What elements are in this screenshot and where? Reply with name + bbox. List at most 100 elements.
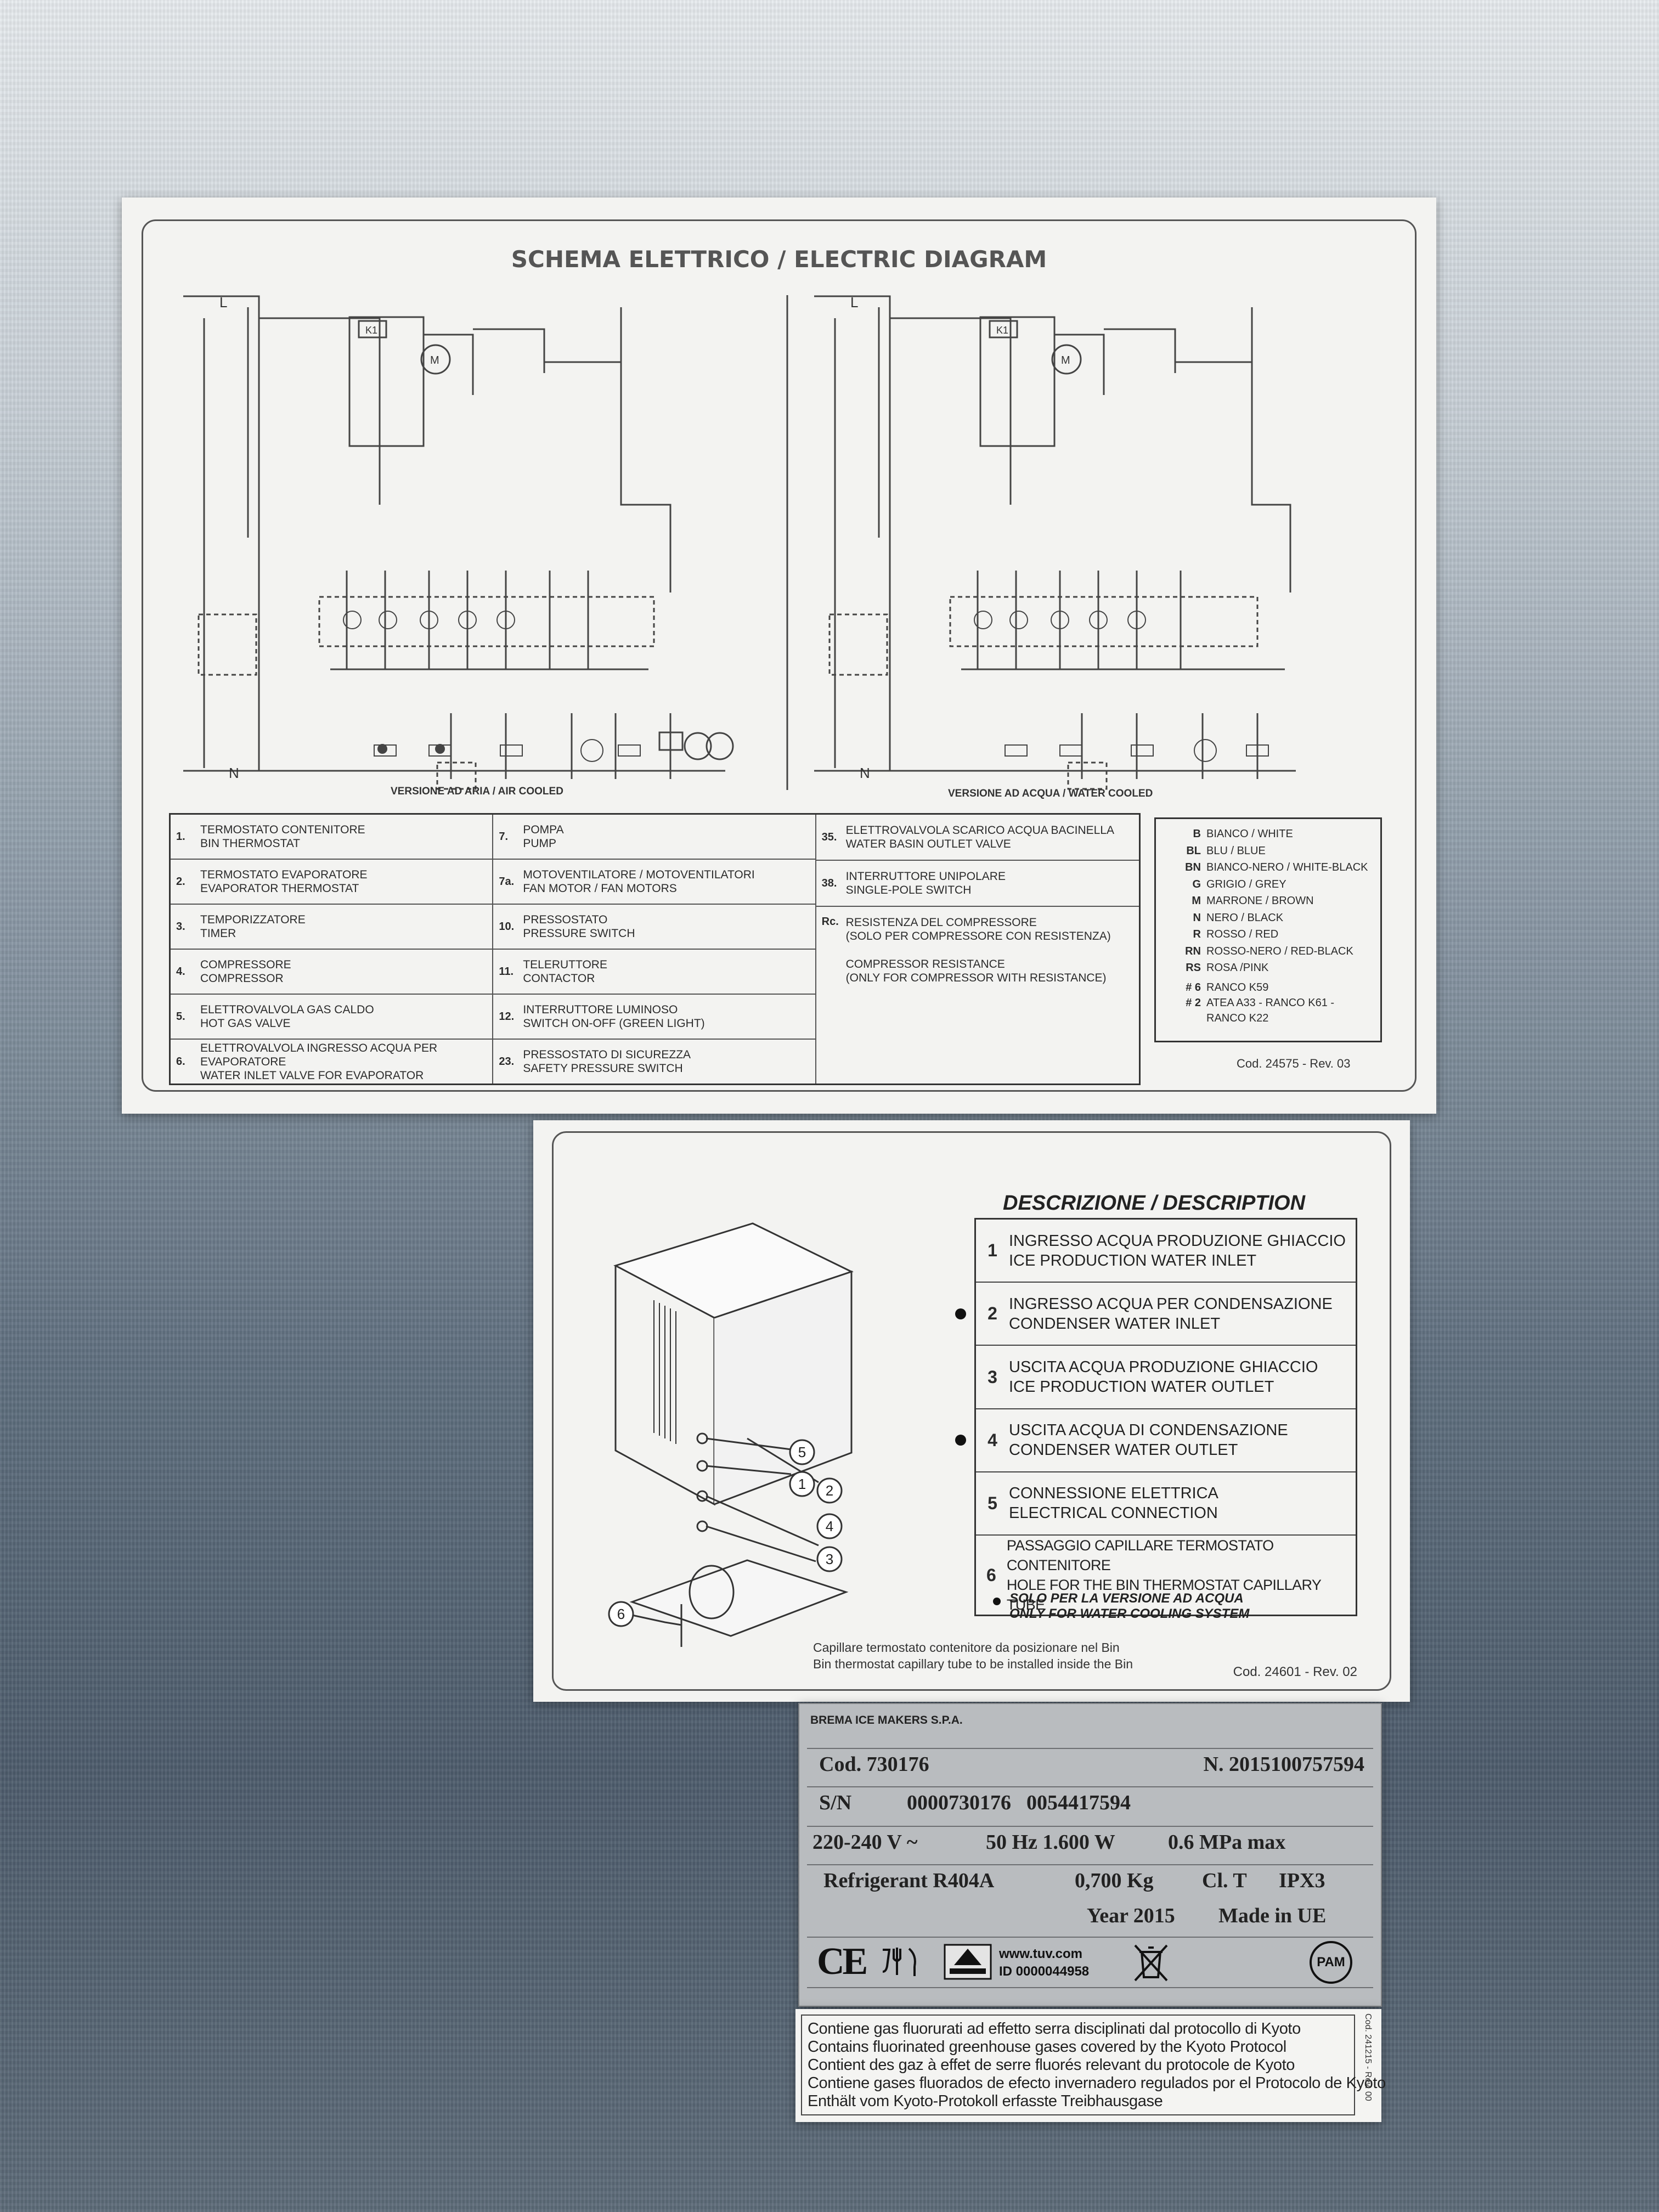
ce-mark-icon: CE [817, 1940, 868, 1983]
legend-it: TERMOSTATO CONTENITORE [200, 823, 365, 836]
legend-en: WATER BASIN OUTLET VALVE [845, 838, 1011, 850]
serial-1: 0000730176 [907, 1791, 1011, 1814]
svg-text:M: M [1061, 354, 1070, 366]
voltage: 220-240 V ~ [812, 1831, 918, 1854]
legend-it: PRESSOSTATO DI SICUREZZA [523, 1048, 691, 1061]
color-name: MARRONE / BROWN [1206, 895, 1314, 907]
row-it: CONNESSIONE ELETTRICA [1009, 1485, 1218, 1503]
legend-it: PRESSOSTATO [523, 913, 608, 926]
legend-num: 11. [499, 965, 514, 978]
legend-it: INTERRUTTORE UNIPOLARE [845, 870, 1006, 883]
color-abbr: N [1193, 911, 1201, 924]
plate-row-refrigerant: Refrigerant R404A 0,700 Kg Cl. T IPX3 [807, 1864, 1373, 1894]
climate-class: Cl. T [1202, 1869, 1247, 1892]
description-title: DESCRIZIONE / DESCRIPTION [1003, 1192, 1306, 1215]
caption-water-cooled: VERSIONE AD ACQUA / WATER COOLED [948, 788, 1153, 799]
legend-it: TERMOSTATO EVAPORATORE [200, 868, 368, 881]
plate-row-year: Year 2015 Made in UE [807, 1900, 1373, 1929]
legend-num: 10. [499, 920, 515, 933]
wiring-schematic: L N K1 L N K1 M M [183, 294, 1296, 790]
legend-en: PUMP [523, 837, 557, 850]
row-number: 1 [988, 1240, 997, 1261]
sn-label: S/N [819, 1791, 852, 1814]
pam-logo-icon: PAM [1310, 1941, 1352, 1984]
max-pressure: 0.6 MPa max [1168, 1831, 1286, 1854]
kyoto-text-box: Contiene gas fluorurati ad effetto serra… [801, 2015, 1386, 2115]
diagram-code: Cod. 24575 - Rev. 03 [1237, 1057, 1351, 1070]
legend-en: COMPRESSOR [200, 972, 284, 985]
callout-5: 5 [798, 1444, 806, 1460]
legend-num: 6. [176, 1055, 185, 1068]
legend-en: SINGLE-POLE SWITCH [845, 884, 972, 896]
row-number: 6 [986, 1565, 996, 1585]
note-en: ONLY FOR WATER COOLING SYSTEM [1009, 1606, 1250, 1621]
color-abbr: G [1192, 878, 1201, 890]
water-only-bullet-icon [955, 1435, 966, 1446]
legend-num: Rc. [821, 916, 839, 928]
food-safe-icon [882, 1948, 916, 1976]
rating-plate: BREMA ICE MAKERS S.P.A. Cod. 730176 N. 2… [798, 1703, 1382, 2007]
legend-it: MOTOVENTILATORE / MOTOVENTILATORI [523, 868, 755, 881]
year: Year 2015 [1087, 1904, 1175, 1927]
note-bullet-icon [993, 1598, 1001, 1605]
legend-num: 7. [499, 830, 509, 843]
color-name: ROSA /PINK [1206, 962, 1269, 974]
serial-2: 0054417594 [1026, 1791, 1131, 1814]
legend-en: BIN THERMOSTAT [200, 837, 301, 850]
row-it: INGRESSO ACQUA PER CONDENSAZIONE [1009, 1295, 1333, 1313]
refrigerant: Refrigerant R404A [823, 1869, 995, 1892]
caption-air-cooled: VERSIONE AD ARIA / AIR COOLED [391, 786, 563, 797]
color-name: BIANCO-NERO / WHITE-BLACK [1206, 861, 1368, 873]
plate-number: N. 2015100757594 [1203, 1753, 1364, 1776]
legend-num: 38. [821, 877, 837, 889]
color-name: NERO / BLACK [1206, 911, 1284, 924]
ice-maker-illustration: 5 1 2 4 3 6 [608, 1222, 854, 1647]
row-it: USCITA ACQUA PRODUZIONE GHIACCIO [1009, 1358, 1318, 1376]
legend-en: TIMER [200, 927, 236, 940]
plate-row-electrical: 220-240 V ~ 50 Hz 1.600 W 0.6 MPa max [807, 1826, 1373, 1855]
legend-num: 35. [821, 831, 837, 843]
color-abbr: R [1193, 928, 1201, 940]
legend-en: SAFETY PRESSURE SWITCH [523, 1062, 683, 1075]
callout-1: 1 [798, 1476, 806, 1492]
row-number: 3 [988, 1367, 997, 1387]
svg-text:L: L [850, 294, 858, 311]
color-name: ROSSO / RED [1206, 928, 1279, 940]
color-name: GRIGIO / GREY [1206, 878, 1286, 890]
legend-en-note: (ONLY FOR COMPRESSOR WITH RESISTANCE) [845, 972, 1107, 984]
note-it: SOLO PER LA VERSIONE AD ACQUA [1009, 1591, 1244, 1606]
plate-row-cod: Cod. 730176 N. 2015100757594 [807, 1748, 1373, 1778]
diagram-title: SCHEMA ELETTRICO / ELECTRIC DIAGRAM [511, 246, 1047, 273]
label-border [552, 1131, 1391, 1691]
frequency-power: 50 Hz 1.600 W [986, 1831, 1115, 1854]
legend-en: EVAPORATOR THERMOSTAT [200, 882, 359, 895]
legend-num: 3. [176, 920, 185, 933]
kyoto-line-fr: Contient des gaz à effet de serre fluoré… [808, 2056, 1295, 2074]
color-abbr: B [1193, 828, 1201, 840]
legend-item: 35.ELETTROVALVOLA SCARICO ACQUA BACINELL… [816, 815, 1139, 861]
legend-it: ELETTROVALVOLA GAS CALDO [200, 1003, 374, 1016]
neutral-label-N: N [229, 765, 239, 781]
color-abbr: BN [1185, 861, 1201, 873]
svg-text:K1: K1 [365, 325, 377, 336]
ranco-name: ATEA A33 - RANCO K61 - [1206, 996, 1335, 1009]
ip-rating: IPX3 [1279, 1869, 1325, 1892]
plate-row-sn: S/N 0000730176 0054417594 [807, 1786, 1373, 1816]
kyoto-side-code: Cod. 241215 - Rev. 00 [1363, 2013, 1379, 2118]
made-in: Made in UE [1218, 1904, 1327, 1927]
caption-it: Capillare termostato contenitore da posi… [813, 1640, 1120, 1655]
color-name: BIANCO / WHITE [1206, 828, 1293, 840]
kyoto-code-text: Cod. 241215 - Rev. 00 [1363, 2013, 1373, 2101]
